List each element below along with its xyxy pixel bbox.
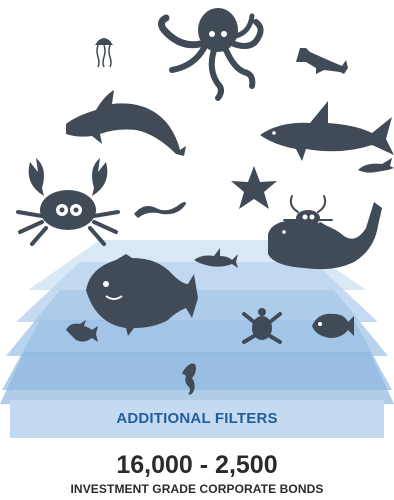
funnel-diagram — [0, 0, 394, 440]
stat-range: 16,000 - 2,500 — [0, 451, 394, 480]
filter-label: ADDITIONAL FILTERS — [0, 410, 394, 427]
eel-icon — [134, 202, 186, 218]
sperm-whale-icon — [268, 202, 382, 269]
jellyfish-icon — [95, 38, 113, 67]
hammerhead-shark-icon — [296, 48, 348, 74]
dolphin-icon — [66, 90, 186, 156]
starfish-icon — [231, 166, 277, 209]
filter-layers — [0, 240, 394, 438]
filter-layer-front — [0, 352, 394, 404]
whale-shark-icon — [358, 158, 394, 173]
stat-caption: INVESTMENT GRADE CORPORATE BONDS — [0, 482, 394, 496]
crab-icon — [18, 158, 118, 244]
shark-icon — [260, 101, 394, 161]
octopus-icon — [161, 8, 260, 98]
